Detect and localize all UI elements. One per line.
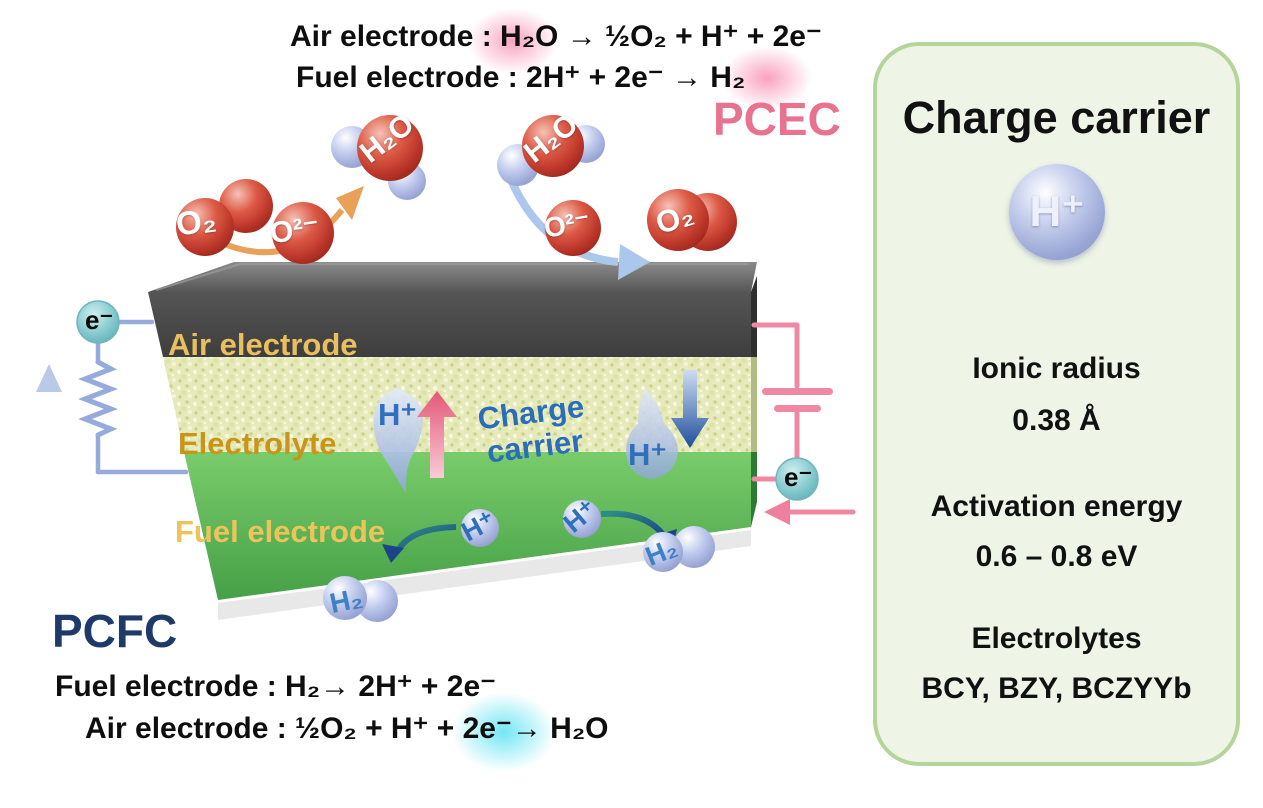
teal-arrow-right [600,510,667,538]
electrolytes-value: BCY, BZY, BCZYYb [921,672,1192,705]
proton-label-panel: H⁺ [1029,187,1085,236]
ionic-radius-label: Ionic radius [972,352,1141,385]
electrolyte-side-face [751,357,757,452]
proton-label-drop-right: H⁺ [628,437,667,472]
o2minus-label-left: O²⁻ [267,210,322,251]
o2-label-left: O₂ [173,200,219,243]
left-current-arrowhead [36,364,62,392]
cell-top-face [148,262,757,292]
pcec-air-equation: Air electrode : H₂O → ½O₂ + H⁺ + 2e⁻ [290,20,822,53]
orange-arrowhead [336,186,364,220]
electrolytes-label: Electrolytes [971,622,1142,655]
resistor-symbol [78,359,118,438]
electron-label-right: e⁻ [784,462,813,492]
electrolyte-layer [163,357,751,452]
h2o-molecule-left [331,115,426,200]
electrolyte-label: Electrolyte [178,426,337,461]
blue-down-arrow [671,370,709,448]
proton-label-drop-left: H⁺ [378,397,417,432]
ionic-radius-value: 0.38 Å [1012,404,1101,437]
pcfc-title: PCFC [52,605,178,657]
pink-glow-h2 [722,46,812,110]
o2minus-ion-left [272,202,334,264]
pcec-fuel-equation: Fuel electrode : 2H⁺ + 2e⁻ → H₂ [296,61,746,94]
right-current-arrowhead [764,499,790,525]
o2-molecule-right [647,189,737,251]
activation-energy-label: Activation energy [930,490,1183,523]
right-circuit [751,319,856,515]
air-side-face [751,276,757,357]
air-electrode-layer [148,292,751,357]
teal-arrow-left-head [382,544,404,563]
pcec-title: PCEC [713,93,841,145]
pcfc-air-equation: Air electrode : ½O₂ + H⁺ + 2e⁻→ H₂O [85,712,609,745]
electron-circle-left [76,300,120,344]
proton-sphere-panel: H⁺ [1009,164,1105,260]
h2o-molecule-right [497,115,605,186]
teal-arrow-left [396,524,457,551]
pink-glow-o2 [468,8,558,74]
h2-molecule-bottom-right [643,526,715,572]
fuel-side-face [751,452,757,527]
pcfc-fuel-equation: Fuel electrode : H₂→ 2H⁺ + 2e⁻ [55,670,496,703]
charge-carrier-panel: Charge carrier H⁺ Ionic radius 0.38 Å Ac… [873,42,1240,766]
cyan-glow-h2o [452,692,556,772]
proton-sphere-1 [461,509,499,547]
battery-short-plate [774,405,821,412]
fuel-electrode-label: Fuel electrode [175,514,386,549]
electron-label-left: e⁻ [85,305,114,335]
proton-droplet-down-path [626,370,709,479]
activation-energy-value: 0.6 – 0.8 eV [975,540,1138,573]
battery-long-plate [762,388,833,395]
o2minus-ion-right [545,200,601,256]
proton-sphere-2 [563,500,601,538]
air-electrode-label: Air electrode [168,327,358,362]
left-circuit [46,319,189,503]
o2-molecule-left [176,179,273,256]
blue-arrowhead [618,244,650,280]
pink-up-arrow [417,391,457,478]
electron-circle-right [775,457,819,501]
proton-droplet-up-path [373,388,457,494]
panel-title: Charge carrier [902,92,1211,143]
h2-molecule-bottom-left [323,576,398,622]
